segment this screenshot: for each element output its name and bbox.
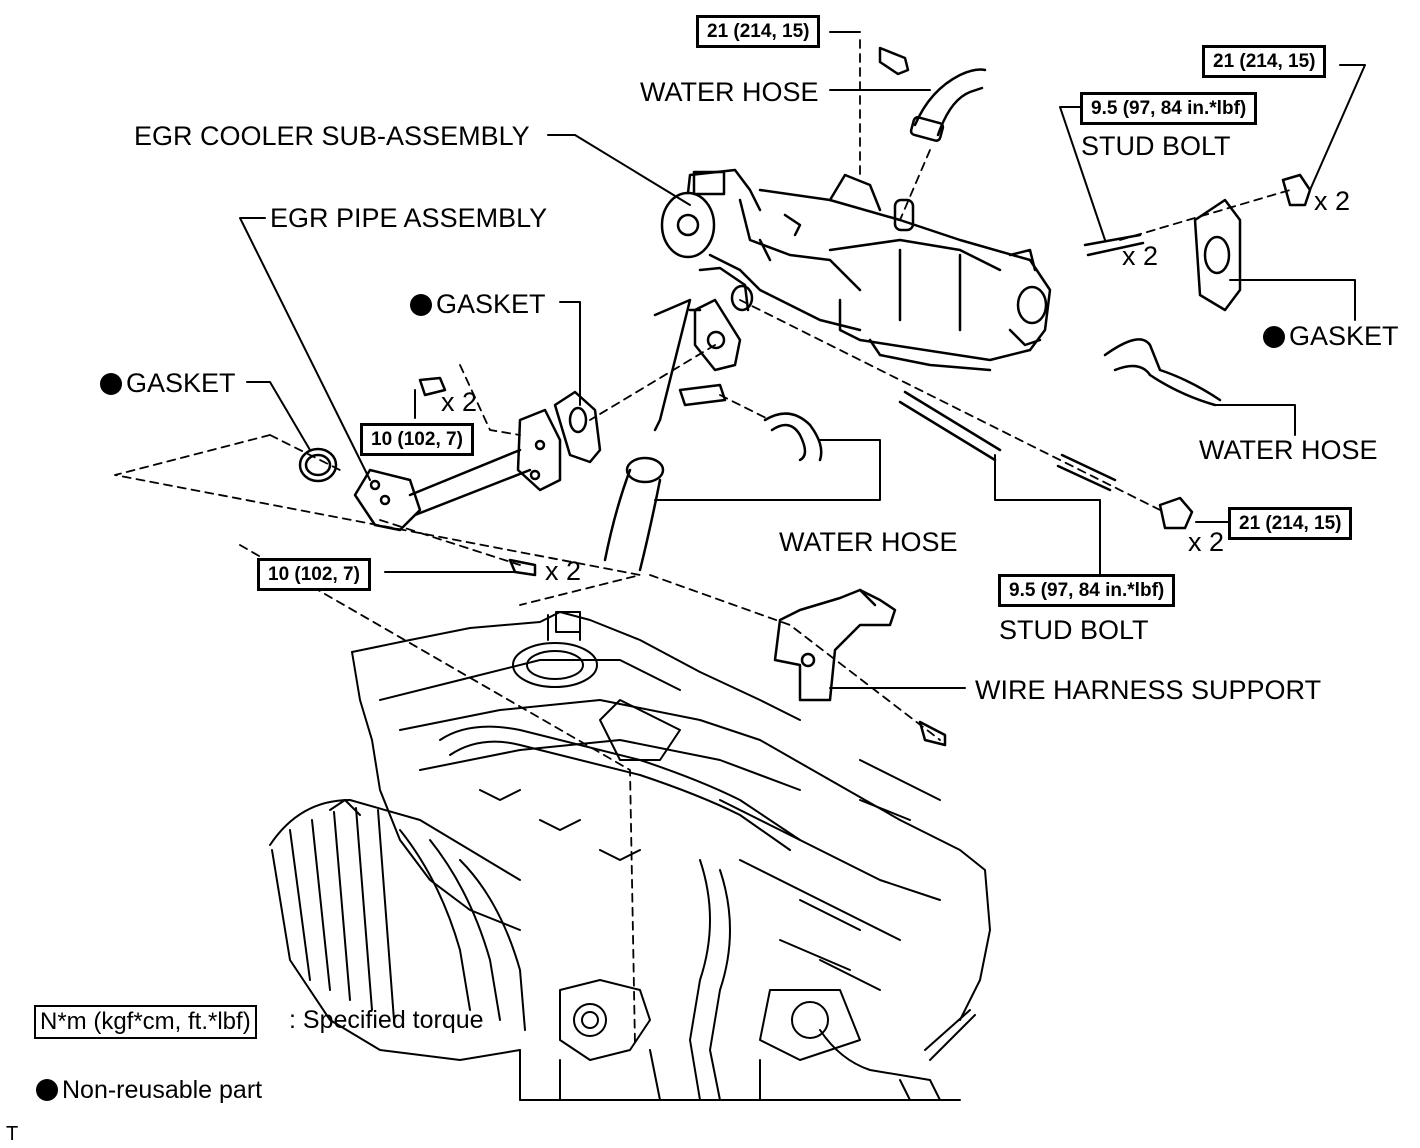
label-water-hose-top: WATER HOSE	[640, 77, 819, 107]
nonreusable-dot-icon	[100, 373, 122, 395]
legend-torque-unit: N*m (kgf*cm, ft.*lbf)	[34, 1005, 257, 1039]
corner-mark: T	[6, 1123, 19, 1145]
torque-box-top-right-nut: 21 (214, 15)	[1202, 45, 1327, 78]
label-stud-bolt-top: STUD BOLT	[1081, 131, 1231, 161]
label-water-hose-mid: WATER HOSE	[779, 527, 958, 557]
egr-pipe-drawing	[353, 408, 562, 532]
nonreusable-dot-icon	[36, 1079, 58, 1101]
label-gasket-right: GASKET	[1263, 323, 1399, 350]
torque-box-right-nut: 21 (214, 15)	[1228, 507, 1353, 540]
fasteners	[418, 46, 1312, 747]
water-hose-drawings	[603, 68, 1222, 572]
legend-torque-desc: : Specified torque	[289, 1006, 484, 1034]
gasket-shapes	[298, 198, 1242, 483]
nonreusable-dot-icon	[1263, 326, 1285, 348]
torque-box-pipe-bolt: 10 (102, 7)	[360, 423, 474, 456]
multiplier-pipe-bolt: x 2	[441, 387, 478, 417]
multiplier-stud-top: x 2	[1122, 241, 1159, 271]
legend-nonreusable: Non-reusable part	[36, 1078, 262, 1103]
leader-lines	[239, 31, 1366, 689]
label-egr-pipe: EGR PIPE ASSEMBLY	[270, 203, 548, 233]
torque-box-stud-bottom: 9.5 (97, 84 in.*lbf)	[998, 574, 1176, 607]
torque-box-top-bolt: 21 (214, 15)	[696, 15, 821, 48]
label-water-hose-right: WATER HOSE	[1199, 435, 1378, 465]
label-gasket-mid: GASKET	[410, 291, 546, 318]
wire-harness-support-drawing	[773, 588, 897, 702]
torque-box-pipe-lower: 10 (102, 7)	[257, 558, 371, 591]
nonreusable-dot-icon	[410, 294, 432, 316]
label-egr-cooler: EGR COOLER SUB-ASSEMBLY	[134, 121, 530, 151]
label-gasket-left: GASKET	[100, 370, 236, 397]
label-wire-harness-support: WIRE HARNESS SUPPORT	[975, 675, 1322, 705]
multiplier-nut-top-right: x 2	[1314, 186, 1351, 216]
multiplier-right-nut: x 2	[1188, 527, 1225, 557]
dashed-assembly-lines	[114, 39, 1291, 1046]
label-stud-bolt-bottom: STUD BOLT	[999, 615, 1149, 645]
multiplier-pipe-lower: x 2	[545, 556, 582, 586]
engine-drawing	[269, 611, 991, 1101]
egr-cooler-drawing	[660, 168, 1052, 372]
torque-box-stud-top: 9.5 (97, 84 in.*lbf)	[1080, 92, 1258, 125]
